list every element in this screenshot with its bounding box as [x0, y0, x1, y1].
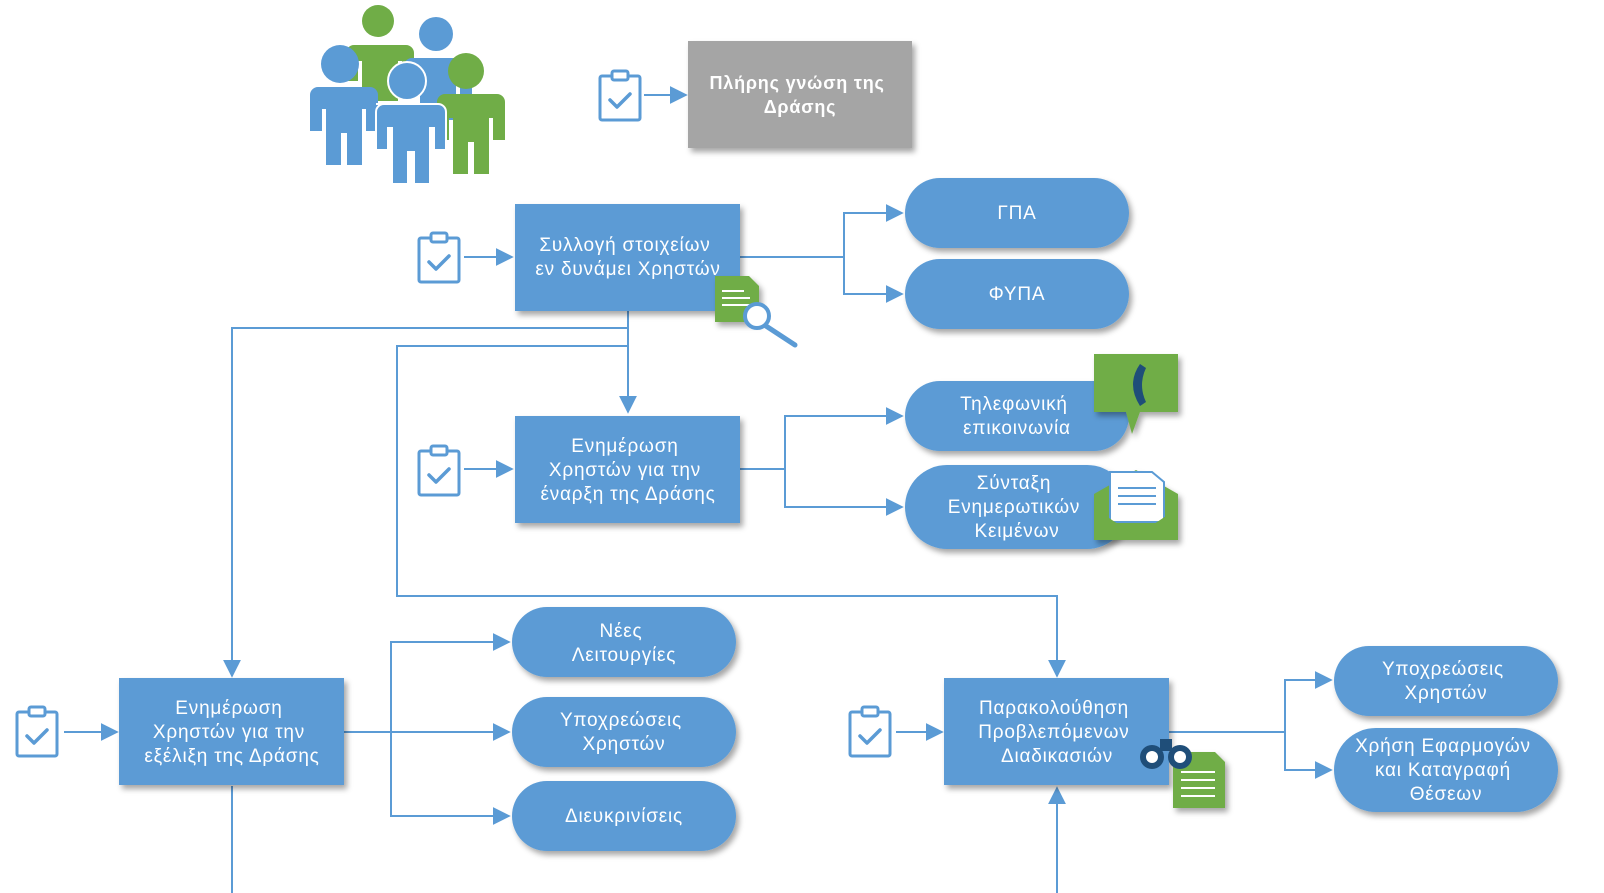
envelope-letter-icon — [1094, 470, 1178, 540]
svg-text:Χρήση Εφαρμογών και Κατα: Χρήση Εφαρμογών και Καταγραφή Θέσεων — [1355, 736, 1537, 805]
svg-text:Υποχρεώσεις Χρηστών: Υποχρεώσεις Χρηστών — [560, 710, 688, 755]
svg-text:Ενημέρωση Χρηστών για τη: Ενημέρωση Χρηστών για την έναρξη της Δρά… — [540, 436, 715, 505]
svg-text:Υποχρεώσεις Χρηστών: Υποχρεώσεις Χρηστών — [1382, 659, 1510, 704]
step-inform-progress: Ενημέρωση Χρηστών για την εξέλιξη της Δρ… — [119, 678, 344, 785]
title-line-2: Δράσης — [764, 97, 837, 117]
svg-text:Συλλογή στοιχείων εν δυν: Συλλογή στοιχείων εν δυνάμει Χρηστών — [535, 235, 720, 280]
svg-text:Σύνταξη Ενημερωτικών: Σύνταξη Ενημερωτικών Κειμένων — [948, 473, 1087, 542]
svg-text:Νέες Λειτουργίες: Νέες Λειτουργίες — [572, 621, 677, 666]
output-new-functions: Νέες Λειτουργίες — [512, 607, 736, 677]
clipboard-check-icon — [598, 69, 642, 122]
output-informative-texts: Σύνταξη Ενημερωτικών Κειμένων — [905, 465, 1129, 549]
output-apps-usage: Χρήση Εφαρμογών και Καταγραφή Θέσεων — [1334, 728, 1558, 812]
phone-speech-icon — [1094, 354, 1178, 434]
clipboard-check-icon — [417, 444, 461, 497]
title-line-1: Πλήρης γνώση της — [709, 73, 884, 93]
output-clarifications: Διευκρινίσεις — [512, 781, 736, 851]
clipboard-check-icon — [417, 231, 461, 284]
output-fypa: ΦΥΠΑ — [905, 259, 1129, 329]
people-group-icon — [310, 5, 505, 185]
output-phone: Τηλεφωνική επικοινωνία — [905, 381, 1129, 451]
step-inform-start: Ενημέρωση Χρηστών για την έναρξη της Δρά… — [515, 416, 740, 523]
output-user-obligations-1: Υποχρεώσεις Χρηστών — [512, 697, 736, 767]
svg-text:Παρακολούθηση Προβλεπόμε: Παρακολούθηση Προβλεπόμενων Διαδικασιών — [978, 698, 1135, 767]
svg-text:Τηλεφωνική επικοινωνία: Τηλεφωνική επικοινωνία — [960, 394, 1074, 439]
title-box: Πλήρης γνώση της Δράσης — [688, 41, 912, 148]
clipboard-check-icon — [15, 705, 59, 758]
clipboard-check-icon — [848, 705, 892, 758]
connectors — [64, 86, 1333, 893]
svg-text:ΓΠΑ: ΓΠΑ — [997, 203, 1036, 224]
binoculars-document-icon — [1140, 739, 1225, 808]
output-user-obligations-2: Υποχρεώσεις Χρηστών — [1334, 646, 1558, 716]
svg-text:Διευκρινίσεις: Διευκρινίσεις — [565, 806, 683, 827]
step-collect-users: Συλλογή στοιχείων εν δυνάμει Χρηστών — [515, 204, 740, 311]
step-monitor: Παρακολούθηση Προβλεπόμενων Διαδικασιών — [944, 678, 1169, 785]
svg-text:Ενημέρωση Χρηστών για τη: Ενημέρωση Χρηστών για την εξέλιξη της Δρ… — [144, 698, 319, 767]
svg-text:Πλήρης γνώση της Δράσης: Πλήρης γνώση της Δράσης — [709, 73, 890, 117]
svg-text:ΦΥΠΑ: ΦΥΠΑ — [989, 284, 1046, 305]
output-gpa: ΓΠΑ — [905, 178, 1129, 248]
document-search-icon — [715, 276, 798, 348]
